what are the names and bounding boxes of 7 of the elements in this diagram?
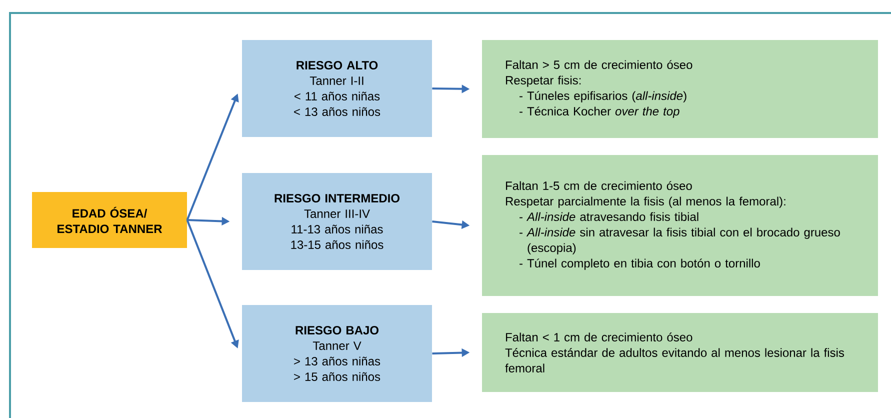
risk-box: RIESGO BAJO Tanner V > 13 años niñas > 15 años niños — [242, 305, 432, 402]
risk-box: RIESGO ALTO Tanner I-II < 11 años niñas < 13 años niños — [242, 40, 432, 137]
treatment-box: Faltan < 1 cm de crecimiento óseo Técnica estándar de adultos evitando al menos lesionar la fisis femoral — [482, 313, 878, 392]
treatment-box: Faltan 1-5 cm de crecimiento óseo Respetar parcialmente la fisis (al menos la femoral): - All-inside atravesando fisis tibial - All-inside sin atravesar la fisis tibial con el brocado grueso (escopia) - Túnel completo en tibia con botón o tornillo — [482, 155, 878, 296]
start-box: EDAD ÓSEA/ ESTADIO TANNER — [32, 192, 187, 248]
treatment-box: Faltan > 5 cm de crecimiento óseo Respetar fisis: - Túneles epifisarios (all-inside) - Técnica Kocher over the top — [482, 40, 878, 138]
risk-box: RIESGO INTERMEDIO Tanner III-IV 11-13 años niñas 13-15 años niños — [242, 173, 432, 270]
